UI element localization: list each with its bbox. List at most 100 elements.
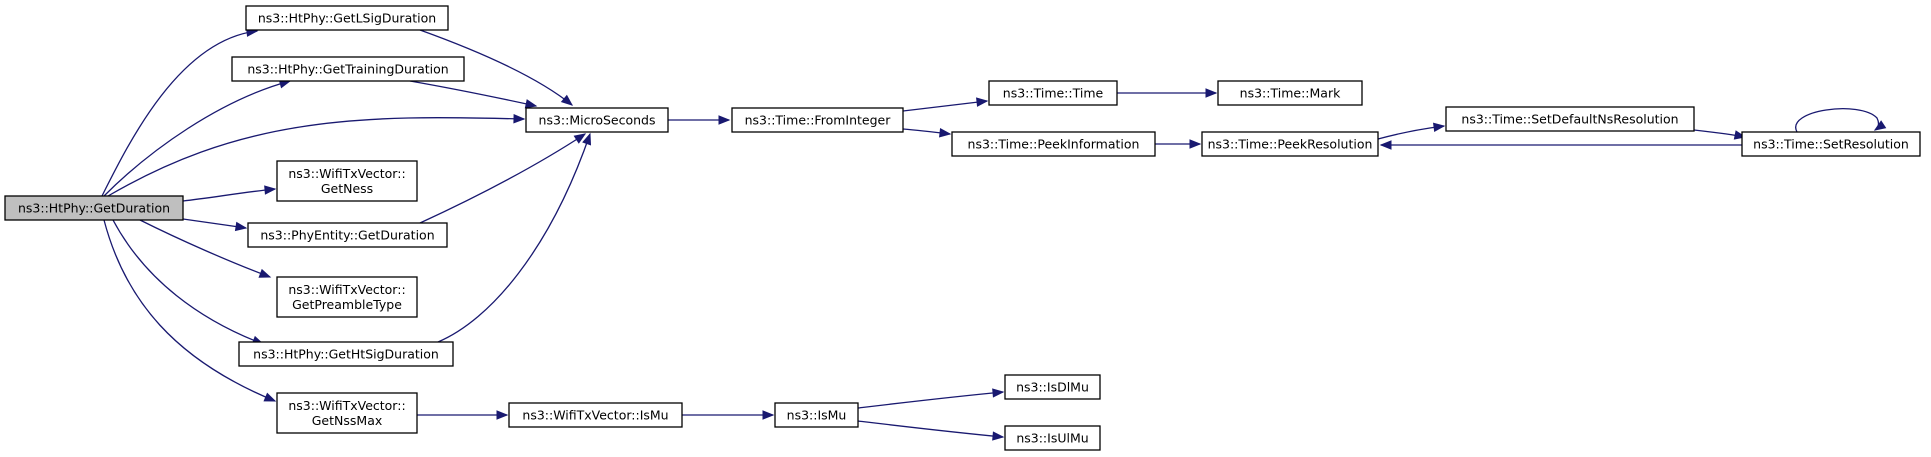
- node-label: ns3::Time::Mark: [1240, 86, 1341, 101]
- edge-line: [419, 133, 586, 224]
- node-setResolution[interactable]: ns3::Time::SetResolution: [1741, 131, 1921, 157]
- edge-line: [409, 80, 537, 107]
- node-label: ns3::Time::PeekResolution: [1208, 137, 1373, 152]
- node-box: [1004, 425, 1101, 451]
- arrowhead-icon: [992, 388, 1005, 398]
- edge-peekResolution-to-setDefaultNs: [1377, 122, 1446, 140]
- node-isDlMu[interactable]: ns3::IsDlMu: [1004, 374, 1101, 400]
- edge-getDuration-to-getNssMax: [103, 219, 277, 402]
- edge-line: [857, 391, 1004, 409]
- node-box: [525, 107, 669, 133]
- edge-getTraining-to-microSeconds: [409, 80, 538, 109]
- node-isMu[interactable]: ns3::IsMu: [774, 402, 859, 428]
- arrowhead-icon: [263, 392, 277, 402]
- arrowhead-icon: [496, 410, 509, 420]
- node-label: ns3::HtPhy::GetDuration: [18, 201, 170, 216]
- node-getLSig[interactable]: ns3::HtPhy::GetLSigDuration: [245, 5, 449, 31]
- edge-line: [103, 80, 291, 197]
- node-fromInteger[interactable]: ns3::Time::FromInteger: [731, 107, 904, 133]
- node-isUlMu[interactable]: ns3::IsUlMu: [1004, 425, 1101, 451]
- edge-setResolution-to-setResolution: [1795, 108, 1887, 133]
- node-wifiIsMu[interactable]: ns3::WifiTxVector::IsMu: [508, 402, 683, 428]
- node-box: [508, 402, 683, 428]
- node-box: [276, 392, 418, 434]
- node-label: ns3::Time::Time: [1003, 86, 1104, 101]
- node-getTraining[interactable]: ns3::HtPhy::GetTrainingDuration: [231, 56, 465, 82]
- node-box: [1445, 106, 1695, 132]
- edge-line: [857, 420, 1004, 438]
- node-label: ns3::Time::PeekInformation: [968, 137, 1140, 152]
- edge-line: [437, 133, 591, 343]
- edge-fromInteger-to-peekInformation: [902, 128, 952, 138]
- node-box: [231, 56, 465, 82]
- arrowhead-icon: [524, 99, 538, 109]
- node-box: [731, 107, 904, 133]
- edge-getHtSig-to-microSeconds: [437, 132, 592, 343]
- node-box: [276, 276, 418, 318]
- edge-getLSig-to-microSeconds: [419, 29, 574, 106]
- node-box: [1217, 80, 1363, 106]
- edge-getDuration-to-getTraining: [103, 79, 292, 197]
- node-label: ns3::HtPhy::GetHtSigDuration: [253, 347, 439, 362]
- node-peekInformation[interactable]: ns3::Time::PeekInformation: [951, 131, 1156, 157]
- arrowhead-icon: [1433, 122, 1446, 132]
- node-box: [245, 5, 449, 31]
- arrowhead-icon: [264, 185, 277, 195]
- edge-setDefaultNs-to-setResolution: [1693, 129, 1747, 140]
- edge-setResolution-to-peekResolution: [1379, 140, 1742, 150]
- node-peekResolution[interactable]: ns3::Time::PeekResolution: [1201, 131, 1379, 157]
- arrowhead-icon: [1873, 120, 1887, 131]
- node-label: ns3::IsUlMu: [1016, 431, 1088, 446]
- edge-getDuration-to-phyEntityGetDuration: [182, 218, 248, 232]
- arrowhead-icon: [258, 268, 272, 278]
- node-timeTime[interactable]: ns3::Time::Time: [988, 80, 1118, 106]
- edge-isMu-to-isDlMu: [857, 388, 1005, 409]
- node-label: ns3::WifiTxVector::: [288, 282, 405, 297]
- node-label: ns3::Time::FromInteger: [745, 113, 892, 128]
- edge-timeTime-to-timeMark: [1117, 88, 1218, 98]
- edge-line: [902, 100, 988, 112]
- node-label: ns3::WifiTxVector::: [288, 398, 405, 413]
- node-getDuration[interactable]: ns3::HtPhy::GetDuration: [4, 195, 184, 221]
- node-getNssMax[interactable]: ns3::WifiTxVector::GetNssMax: [276, 392, 418, 434]
- edge-isMu-to-isUlMu: [857, 420, 1005, 441]
- node-timeMark[interactable]: ns3::Time::Mark: [1217, 80, 1363, 106]
- arrowhead-icon: [513, 114, 526, 124]
- node-box: [774, 402, 859, 428]
- edge-getNssMax-to-wifiIsMu: [417, 410, 509, 420]
- arrowhead-icon: [992, 431, 1005, 441]
- edge-line: [182, 188, 276, 202]
- node-label: ns3::Time::SetDefaultNsResolution: [1461, 112, 1678, 127]
- edge-line: [112, 219, 264, 345]
- arrowhead-icon: [976, 97, 989, 107]
- node-box: [247, 222, 448, 248]
- edge-line: [101, 30, 258, 197]
- arrowhead-icon: [1205, 88, 1218, 98]
- node-box: [4, 195, 184, 221]
- edge-line: [107, 116, 525, 197]
- arrowhead-icon: [560, 94, 574, 106]
- node-box: [238, 341, 454, 367]
- node-box: [951, 131, 1156, 157]
- node-getHtSig[interactable]: ns3::HtPhy::GetHtSigDuration: [238, 341, 454, 367]
- arrowhead-icon: [718, 115, 731, 125]
- edges-layer: [101, 27, 1887, 441]
- edge-getDuration-to-getPreambleType: [139, 219, 272, 278]
- node-label: ns3::Time::SetResolution: [1753, 137, 1909, 152]
- node-phyEntityGetDuration[interactable]: ns3::PhyEntity::GetDuration: [247, 222, 448, 248]
- node-box: [1201, 131, 1379, 157]
- node-label: ns3::WifiTxVector::: [288, 166, 405, 181]
- node-label: ns3::PhyEntity::GetDuration: [260, 228, 434, 243]
- node-label: ns3::WifiTxVector::IsMu: [522, 408, 668, 423]
- arrowhead-icon: [582, 132, 592, 146]
- edge-peekInformation-to-peekResolution: [1155, 139, 1202, 149]
- edge-line: [419, 29, 573, 106]
- node-getPreambleType[interactable]: ns3::WifiTxVector::GetPreambleType: [276, 276, 418, 318]
- node-box: [1004, 374, 1101, 400]
- edge-getDuration-to-getNess: [182, 185, 277, 202]
- node-microSeconds[interactable]: ns3::MicroSeconds: [525, 107, 669, 133]
- node-getNess[interactable]: ns3::WifiTxVector::GetNess: [276, 160, 418, 202]
- arrowhead-icon: [762, 410, 775, 420]
- node-setDefaultNs[interactable]: ns3::Time::SetDefaultNsResolution: [1445, 106, 1695, 132]
